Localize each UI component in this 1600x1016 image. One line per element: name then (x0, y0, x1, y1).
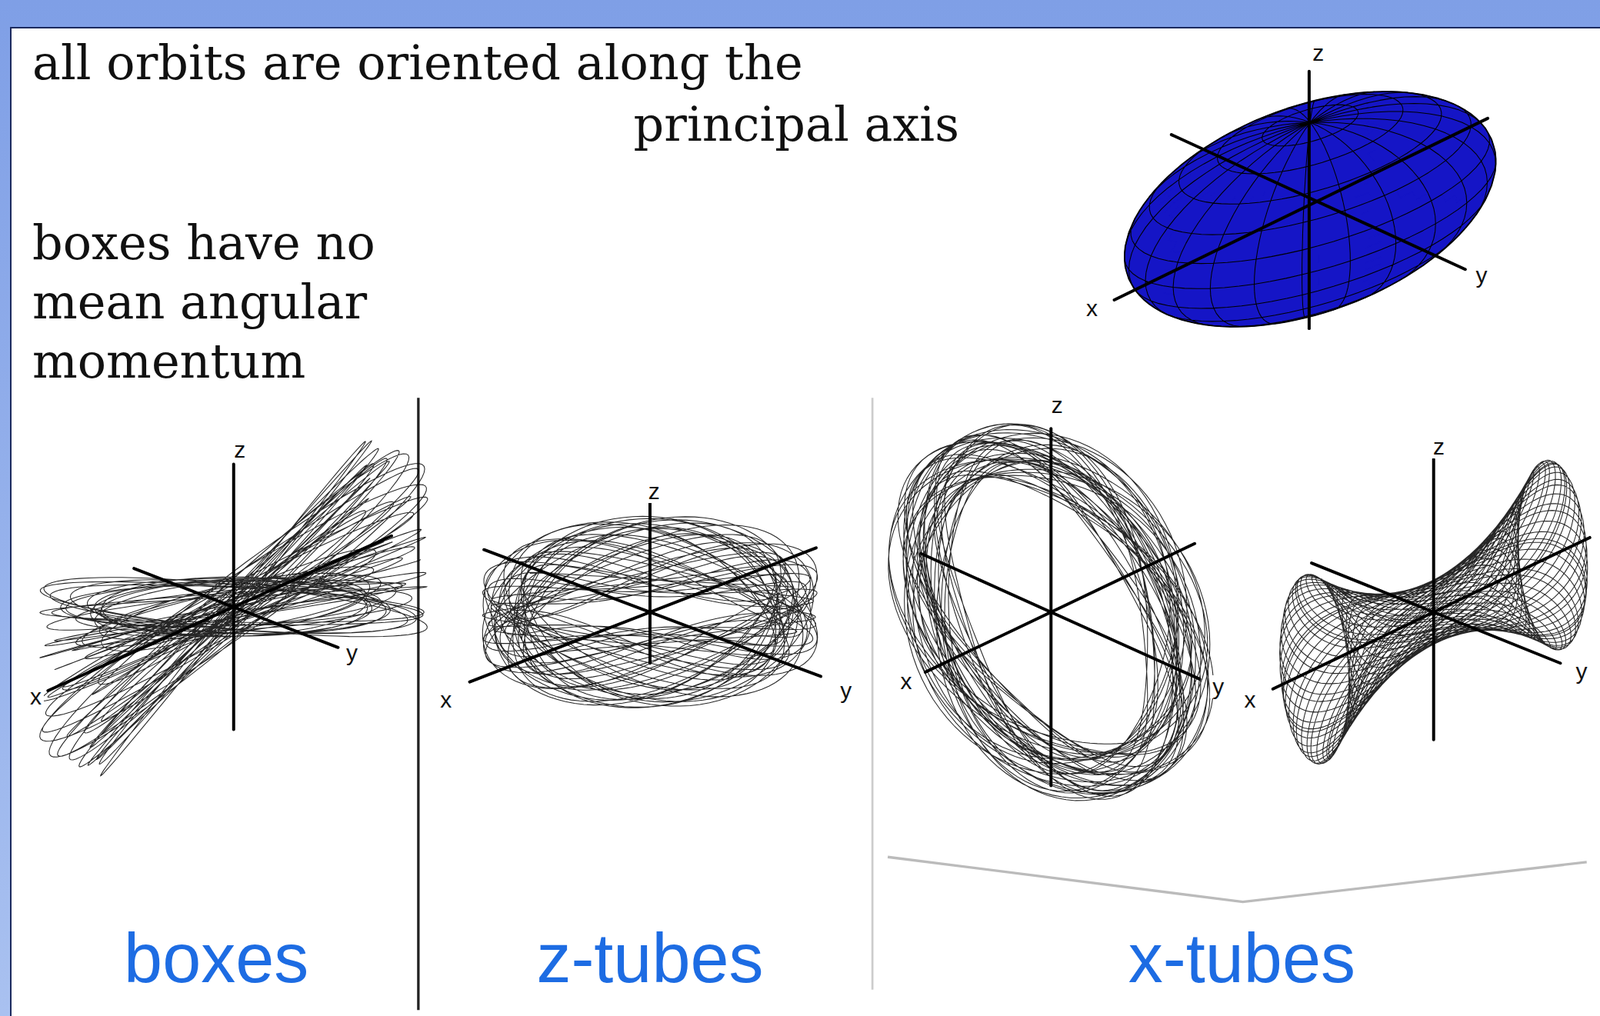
axis-line (1273, 537, 1590, 690)
orbit-family-label: boxes (123, 920, 309, 997)
axis-line (925, 543, 1195, 673)
axis-label: y (1473, 263, 1490, 287)
axis-label: x (897, 670, 914, 694)
axis-label: z (1310, 41, 1327, 65)
axis-line (920, 553, 1200, 680)
axis-line (1311, 563, 1560, 664)
axis-label: y (1210, 675, 1227, 699)
axis-label: z (1430, 435, 1447, 459)
orbit-path (888, 423, 1214, 801)
axis-line (648, 500, 652, 664)
orbit-family-label: z-tubes (536, 920, 764, 997)
orbit-path (40, 440, 428, 776)
axis-line (133, 568, 338, 648)
axis-line (1432, 459, 1436, 740)
axis-label: y (343, 641, 360, 665)
axis-label: z (646, 480, 663, 504)
axis-line (483, 550, 821, 677)
group-bracket (887, 856, 1587, 902)
axis-label: y (1573, 660, 1590, 684)
axis-label: z (231, 438, 248, 462)
axis-label: x (437, 688, 454, 712)
axis-label: x (1242, 688, 1259, 712)
note-text: boxes have no mean angular momentum (32, 213, 433, 391)
axis-line (47, 536, 392, 691)
axis-line (470, 547, 817, 682)
slide-title: all orbits are oriented along the princi… (32, 32, 960, 156)
orbit-family-label: x-tubes (1128, 920, 1356, 997)
axis-label: x (27, 685, 44, 709)
axis-label: y (837, 679, 854, 703)
axis-line (232, 464, 236, 730)
axis-line (1114, 118, 1488, 300)
axis-line (1171, 134, 1466, 270)
divider-line (871, 397, 874, 990)
axis-label: z (1049, 393, 1066, 417)
divider-line (416, 397, 420, 1010)
axis-label: x (1083, 296, 1100, 320)
axis-line (1049, 428, 1053, 786)
